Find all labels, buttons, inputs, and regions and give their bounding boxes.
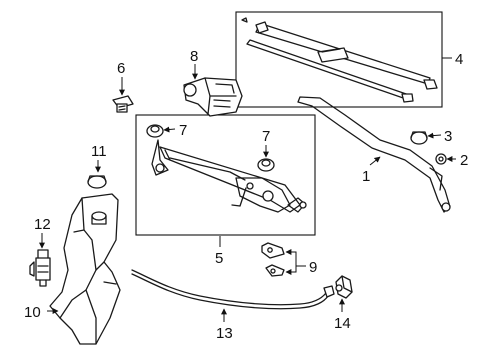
callout-10: 10 [24,304,41,321]
callout-14: 14 [334,315,351,332]
blade-kit-frame [235,11,443,108]
leader-7a [163,126,176,133]
callout-11: 11 [91,143,107,160]
linkage-assembly-frame [135,114,316,236]
callout-9: 9 [309,259,317,276]
callout-6: 6 [117,60,125,77]
arm-nut [435,153,447,165]
bolt [112,95,134,113]
callout-5: 5 [215,250,223,267]
wiper-blade-set [241,17,438,103]
wiper-linkage [151,139,307,213]
wiper-motor [183,77,243,117]
arm-cap [410,131,428,145]
grommet-right [257,158,275,172]
callout-3: 3 [444,128,452,145]
washer-reservoir [49,193,121,345]
hose-bracket-lower [265,264,285,277]
callout-1: 1 [362,168,370,185]
callout-7b: 7 [262,128,270,145]
leader-9b [285,266,297,275]
callout-7a: 7 [179,122,187,139]
callout-13: 13 [216,325,233,342]
leader-1 [369,156,381,166]
callout-8: 8 [190,48,198,65]
washer-pump [29,249,51,287]
callout-12: 12 [34,216,51,233]
hose-bracket-upper [261,242,285,259]
leader-9 [285,249,306,267]
washer-hose [131,269,335,310]
wiper-arm [297,96,451,213]
reservoir-cap [87,175,107,189]
washer-nozzle [335,275,353,299]
callout-2: 2 [460,152,468,169]
leader-3 [427,132,442,139]
callout-4: 4 [455,51,463,68]
grommet-left [146,124,164,138]
